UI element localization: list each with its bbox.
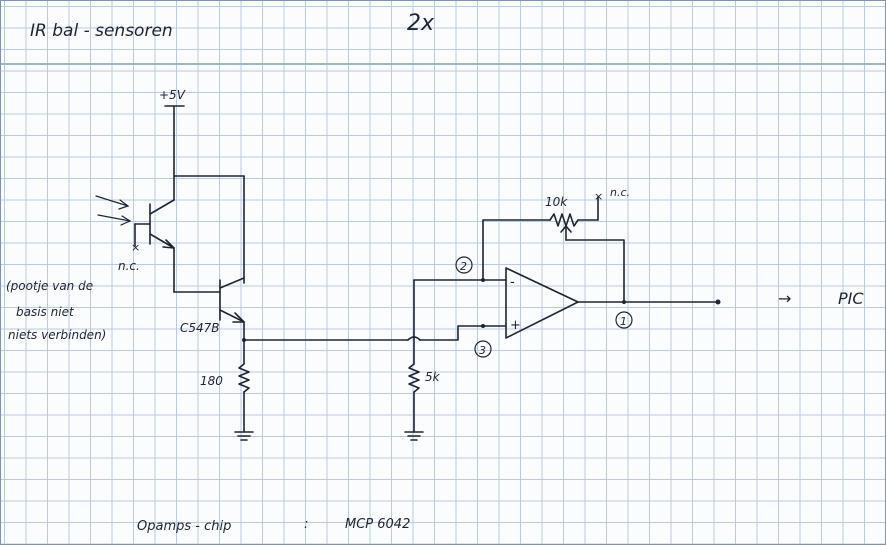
junction-dot-minus <box>481 278 485 282</box>
resistor-5k <box>408 363 420 393</box>
r-emitter-label: 180 <box>200 374 223 388</box>
sheet-title: IR bal - sensoren <box>30 21 173 41</box>
resistor-180 <box>238 363 250 393</box>
phototransistor <box>134 175 175 293</box>
pin-1-circle <box>615 311 633 329</box>
pin-3-label: 3 <box>479 344 486 357</box>
pot-wiper-arrow <box>560 225 572 233</box>
junction-dot-output <box>622 300 626 304</box>
transistor-q2 <box>173 277 245 341</box>
feedback-wire-right <box>565 239 625 303</box>
output-label: PIC <box>838 289 864 308</box>
transistor-label: C547B <box>180 321 220 335</box>
potentiometer-10k <box>549 213 579 227</box>
pin-1-label: 1 <box>620 315 627 328</box>
noninverting-input-wire <box>419 325 507 341</box>
footer-label: Opamps - chip <box>137 519 231 534</box>
nc-cross: × <box>131 241 140 254</box>
note-line-1: (pootje van de <box>6 279 93 293</box>
pin-2-label: 2 <box>460 260 467 273</box>
r-input-label: 5k <box>425 370 441 384</box>
light-arrows-icon <box>95 195 132 226</box>
junction-dot-emitter <box>242 338 246 342</box>
ground-icon-left <box>234 431 254 441</box>
opamp-plus-sign: + <box>510 318 521 333</box>
footer-value: MCP 6042 <box>345 517 410 532</box>
pot-label: 10k <box>545 195 568 209</box>
junction-dot-plus <box>481 324 485 328</box>
margin-line <box>0 63 886 65</box>
ground-icon-right <box>404 431 424 441</box>
feedback-wire-left <box>482 219 551 281</box>
supply-label: +5V <box>159 88 186 102</box>
pot-nc-cross: × <box>594 190 603 203</box>
note-line-3: niets verbinden) <box>8 328 106 342</box>
multiplier-label: 2x <box>407 11 435 36</box>
footer-colon: : <box>304 517 308 532</box>
output-terminal <box>715 299 721 305</box>
output-arrow: → <box>778 289 791 308</box>
note-line-2: basis niet <box>16 305 75 319</box>
phototransistor-nc: n.c. <box>118 259 140 273</box>
pin-2-circle <box>455 256 473 274</box>
pot-nc-label: n.c. <box>610 186 630 199</box>
opamp-triangle <box>505 267 579 339</box>
opamp-minus-sign: - <box>510 275 515 290</box>
pin-3-circle <box>474 340 492 358</box>
